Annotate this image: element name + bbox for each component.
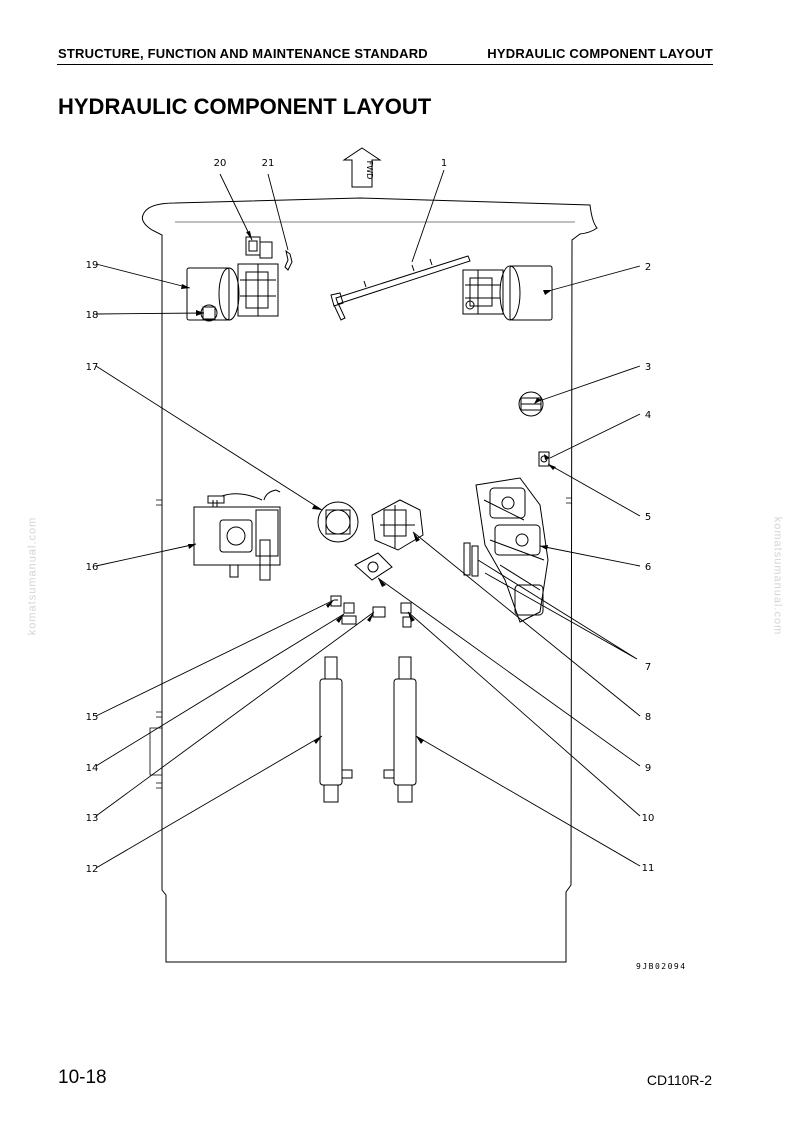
callout-1: 1	[441, 158, 447, 169]
model-number: CD110R-2	[646, 1072, 712, 1088]
page-number: 10-18	[58, 1067, 107, 1088]
component-17-swing-motor	[317, 501, 359, 543]
component-20-valve-block	[245, 236, 273, 259]
callout-17: 17	[86, 362, 99, 373]
callout-18: 18	[86, 310, 99, 321]
fwd-label: FWD	[365, 161, 374, 180]
header-page-topic: HYDRAULIC COMPONENT LAYOUT	[487, 46, 713, 61]
callout-arrowheads	[181, 231, 556, 744]
callout-4: 4	[645, 410, 651, 421]
drawing-code: 9JB02094	[636, 962, 687, 971]
component-12-cylinder	[319, 656, 353, 803]
component-19-travel-motor-left	[186, 263, 279, 321]
component-11-cylinder	[383, 656, 417, 803]
callout-11: 11	[642, 863, 655, 874]
component-6-main-pump	[475, 477, 549, 623]
header-section-title: STRUCTURE, FUNCTION AND MAINTENANCE STAN…	[58, 46, 428, 61]
forward-direction-arrow: FWD	[342, 147, 382, 188]
callout-14: 14	[86, 763, 99, 774]
callout-3: 3	[645, 362, 651, 373]
component-21-hose	[284, 249, 293, 271]
component-2-travel-motor-right	[462, 265, 553, 321]
callout-15: 15	[86, 712, 99, 723]
component-7-filter	[463, 542, 479, 577]
callout-9: 9	[645, 763, 651, 774]
callout-13: 13	[86, 813, 99, 824]
callout-2: 2	[645, 262, 651, 273]
callout-leader-lines	[95, 169, 641, 869]
callout-12: 12	[86, 864, 99, 875]
callout-7: 7	[645, 662, 651, 673]
callout-10: 10	[642, 813, 655, 824]
component-16-hydraulic-tank	[193, 489, 281, 581]
header-divider	[57, 64, 713, 65]
callout-20: 20	[214, 158, 227, 169]
callout-19: 19	[86, 260, 99, 271]
component-3-swivel-joint	[518, 391, 544, 417]
component-1-pipe	[330, 255, 471, 321]
machine-frame-outline	[141, 197, 598, 963]
callout-21: 21	[262, 158, 275, 169]
component-8-control-valve	[371, 499, 424, 551]
callout-8: 8	[645, 712, 651, 723]
callout-16: 16	[86, 562, 99, 573]
callout-5: 5	[645, 512, 651, 523]
callout-numbers: 1 2 3 4 5 6 7 8 9 10 11 12 13 14 15 16 1…	[86, 158, 655, 875]
page-title: HYDRAULIC COMPONENT LAYOUT	[58, 94, 432, 119]
component-13-valve	[372, 606, 386, 618]
component-14-valve	[341, 602, 357, 625]
callout-6: 6	[645, 562, 651, 573]
component-9-pilot-valve	[354, 552, 393, 581]
